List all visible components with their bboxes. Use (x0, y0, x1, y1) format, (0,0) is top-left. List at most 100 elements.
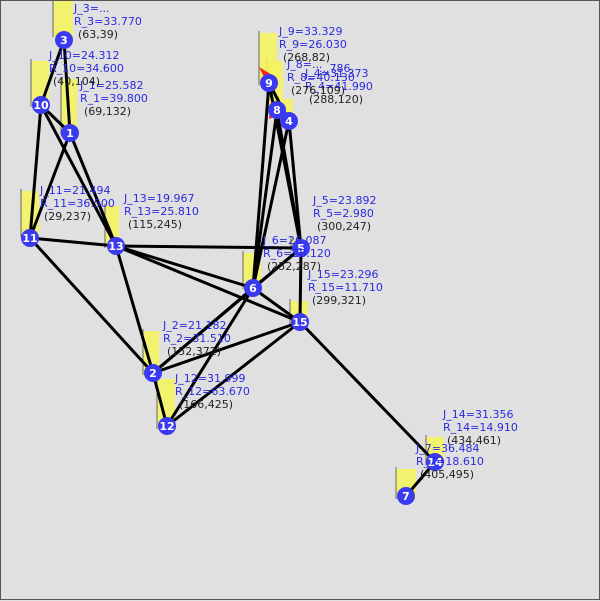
node-6-label-coord: (252,287) (267, 260, 321, 273)
node-15-label-j: J_15=23.296 (307, 268, 378, 281)
node-8[interactable]: 8 (268, 101, 286, 119)
node-11-circle[interactable] (21, 229, 39, 247)
node-15-number: 15 (292, 316, 307, 329)
node-13-label-coord: (115,245) (128, 218, 182, 231)
node-6-label-r: R_6=28.120 (263, 247, 331, 260)
edge-10-11 (28, 104, 43, 239)
labels-layer: J_1=25.582R_1=39.800(69,132)J_2=21.182R_… (39, 2, 518, 481)
node-7-number: 7 (402, 490, 410, 503)
node-15[interactable]: 15 (291, 313, 309, 331)
edge-1-11 (28, 132, 72, 239)
node-8-circle[interactable] (268, 101, 286, 119)
edge-3-10 (39, 39, 66, 106)
edge-6-15 (252, 286, 301, 324)
node-1-circle[interactable] (61, 124, 79, 142)
node-15-circle[interactable] (291, 313, 309, 331)
node-12-bar (157, 379, 175, 429)
node-9-number: 9 (265, 77, 273, 90)
node-4-number: 4 (285, 115, 293, 128)
edge-6-12 (165, 287, 255, 427)
node-9[interactable]: 9 (260, 74, 278, 92)
edge-3-1 (62, 39, 72, 134)
node-11-label-r: R_11=36.500 (40, 197, 115, 210)
node-10-circle[interactable] (32, 96, 50, 114)
node-5[interactable]: 5 (292, 239, 310, 257)
node-14[interactable]: 14 (426, 453, 444, 471)
edge-15-12 (166, 320, 301, 428)
node-12-label-coord: (166,425) (179, 398, 233, 411)
node-3-label-r: R_3=33.770 (74, 15, 142, 28)
edge-1-13 (68, 132, 118, 247)
node-6-label-j: J_6=26.087 (262, 234, 326, 247)
node-8-label-coord: (276,109) (291, 84, 345, 97)
node-8-number: 8 (273, 104, 281, 117)
edge-13-6 (115, 244, 254, 290)
node-12-label-r: R_12=63.670 (175, 385, 250, 398)
node-5-number: 5 (297, 242, 305, 255)
node-2-circle[interactable] (144, 364, 162, 382)
node-4[interactable]: 4 (280, 112, 298, 130)
node-15-label-r: R_15=11.710 (308, 281, 383, 294)
node-6-circle[interactable] (244, 279, 262, 297)
node-7[interactable]: 7 (397, 487, 415, 505)
node-1-number: 1 (66, 127, 74, 140)
node-5-label-coord: (300,247) (317, 220, 371, 233)
edge-10-13 (39, 104, 118, 247)
node-10[interactable]: 10 (32, 96, 50, 114)
node-13-circle[interactable] (107, 237, 125, 255)
node-6[interactable]: 6 (244, 279, 262, 297)
edge-15-14 (298, 320, 437, 464)
node-12-circle[interactable] (158, 417, 176, 435)
node-10-label-j: J_10=24.312 (48, 49, 119, 62)
edge-11-2 (28, 236, 155, 375)
node-9-circle[interactable] (260, 74, 278, 92)
node-12-number: 12 (159, 420, 174, 433)
node-11[interactable]: 11 (21, 229, 39, 247)
node-2[interactable]: 2 (144, 364, 162, 382)
node-3-bar (53, 1, 73, 37)
node-13[interactable]: 13 (107, 237, 125, 255)
node-5-circle[interactable] (292, 239, 310, 257)
node-13-label-r: R_13=25.810 (124, 205, 199, 218)
node-4-label-r: R_4=41.990 (305, 80, 373, 93)
node-2-label-j: J_2=21.182 (162, 319, 226, 332)
node-14-circle[interactable] (426, 453, 444, 471)
node-4-label-coord: (288,120) (309, 93, 363, 106)
node-2-label-r: R_2=31.510 (163, 332, 231, 345)
edge-8-6 (251, 109, 279, 289)
node-2-label-coord: (152,372) (167, 345, 221, 358)
node-5-label-j: J_5=23.892 (312, 194, 376, 207)
edges-layer (28, 39, 437, 497)
node-9-label-j: J_9=33.329 (278, 25, 342, 38)
node-11-label-coord: (29,237) (44, 210, 91, 223)
node-14-label-coord: (434,461) (447, 434, 501, 447)
node-5-label-r: R_5=2.980 (313, 207, 374, 220)
edge-13-2 (114, 245, 155, 374)
node-3[interactable]: 3 (55, 31, 73, 49)
edge-13-5 (115, 244, 302, 250)
node-6-number: 6 (249, 282, 257, 295)
node-3-circle[interactable] (55, 31, 73, 49)
node-14-label-j: J_14=31.356 (442, 408, 513, 421)
edge-6-2 (152, 286, 254, 375)
node-1-label-j: J_1=25.582 (79, 79, 143, 92)
node-1-label-coord: (69,132) (84, 105, 131, 118)
node-14-label-r: R_14=14.910 (443, 421, 518, 434)
node-2-bar (143, 331, 159, 375)
node-11-label-j: J_11=21.494 (39, 184, 110, 197)
node-9-label-r: R_9=26.030 (279, 38, 347, 51)
node-4-circle[interactable] (280, 112, 298, 130)
edge-9-6 (251, 82, 271, 289)
node-4-label-j: J_4=31.373 (304, 67, 368, 80)
edge-13-15 (115, 244, 301, 324)
node-1[interactable]: 1 (61, 124, 79, 142)
node-7-label-r: R_7=18.610 (416, 455, 484, 468)
node-2-number: 2 (149, 367, 157, 380)
node-3-label-coord: (63,39) (78, 28, 118, 41)
node-12[interactable]: 12 (158, 417, 176, 435)
node-7-circle[interactable] (397, 487, 415, 505)
node-3-number: 3 (60, 34, 68, 47)
node-9-label-coord: (268,82) (283, 51, 330, 64)
